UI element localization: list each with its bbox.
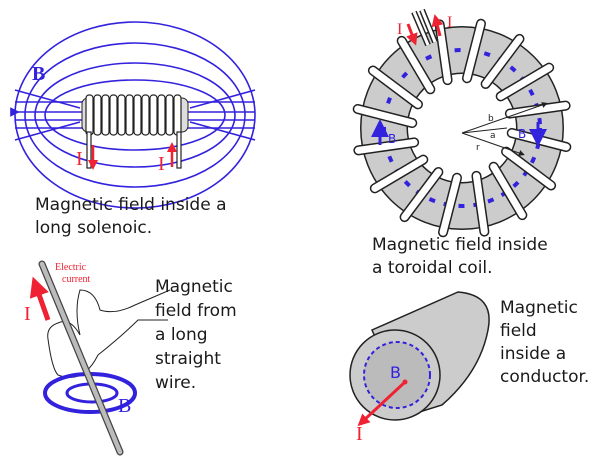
toroid-winding xyxy=(506,102,570,118)
wire-caption-line4: straight xyxy=(155,349,221,369)
wire-caption-line3: a long xyxy=(155,325,208,345)
toroid-b-right-label: B xyxy=(518,127,526,141)
conductor-caption-line3: inside a xyxy=(500,344,566,364)
solenoid-b-label: B xyxy=(32,63,45,85)
toroid-winding xyxy=(398,37,434,93)
solenoid-diagram: B I I Magnetic field inside a long solen… xyxy=(10,21,256,238)
wire-caption-line1: Magnetic xyxy=(155,277,233,297)
toroid-winding xyxy=(369,67,422,108)
electric-label-1: Electric xyxy=(55,262,87,273)
wire-b-label: B xyxy=(118,395,131,417)
toroid-winding xyxy=(401,168,442,221)
toroid-windings xyxy=(354,20,570,236)
hand-outline xyxy=(47,289,171,378)
conductor-diagram: B I Magnetic field inside a conductor. xyxy=(349,291,589,445)
toroid-winding xyxy=(472,172,488,236)
toroid-winding xyxy=(482,35,523,88)
solenoid-i-right-label: I xyxy=(158,153,165,175)
conductor-b-label: B xyxy=(390,363,401,382)
toroid-winding xyxy=(439,174,461,236)
solenoid-caption-line2: long solenoic. xyxy=(35,218,152,238)
wire-current-arrow xyxy=(29,276,51,321)
conductor-field-circle xyxy=(363,341,431,409)
toroid-winding xyxy=(371,156,427,192)
toroid-winding xyxy=(490,163,526,219)
toroid-a-radius-label: a xyxy=(490,131,496,141)
conductor-caption-line4: conductor. xyxy=(500,367,589,387)
toroid-r-radius-label: r xyxy=(476,143,480,153)
wire-caption-line5: wire. xyxy=(155,373,196,393)
toroid-winding xyxy=(354,138,418,154)
wire-diagram: Electric current I B Magnetic field from… xyxy=(24,260,237,456)
toroid-b-left-label: B xyxy=(388,132,396,146)
conductor-current-arrow xyxy=(357,380,407,427)
conductor-i-label: I xyxy=(356,423,363,445)
conductor-caption-line2: field xyxy=(500,321,537,341)
solenoid-coil xyxy=(85,94,182,169)
solenoid-field-lines xyxy=(10,21,256,209)
toroid-i-in-label: I xyxy=(397,21,402,38)
toroid-diagram: I I B B b a r Magnetic field inside a to… xyxy=(352,8,572,278)
toroid-winding xyxy=(354,105,416,127)
wire-caption-line2: field from xyxy=(155,301,237,321)
solenoid-caption-line1: Magnetic field inside a xyxy=(35,195,226,215)
toroid-b-radius-label: b xyxy=(488,114,494,124)
wire-i-label: I xyxy=(24,303,31,325)
toroid-winding xyxy=(463,20,485,82)
conductor-caption-line1: Magnetic xyxy=(500,298,578,318)
toroid-caption-line1: Magnetic field inside xyxy=(372,235,548,255)
straight-wire xyxy=(39,261,123,455)
toroid-i-out-label: I xyxy=(447,14,452,31)
toroid-winding xyxy=(497,64,553,100)
toroid-winding xyxy=(502,148,555,189)
electric-label-2: current xyxy=(62,274,91,285)
solenoid-i-left-label: I xyxy=(76,148,83,170)
toroid-caption-line2: a toroidal coil. xyxy=(372,258,493,278)
